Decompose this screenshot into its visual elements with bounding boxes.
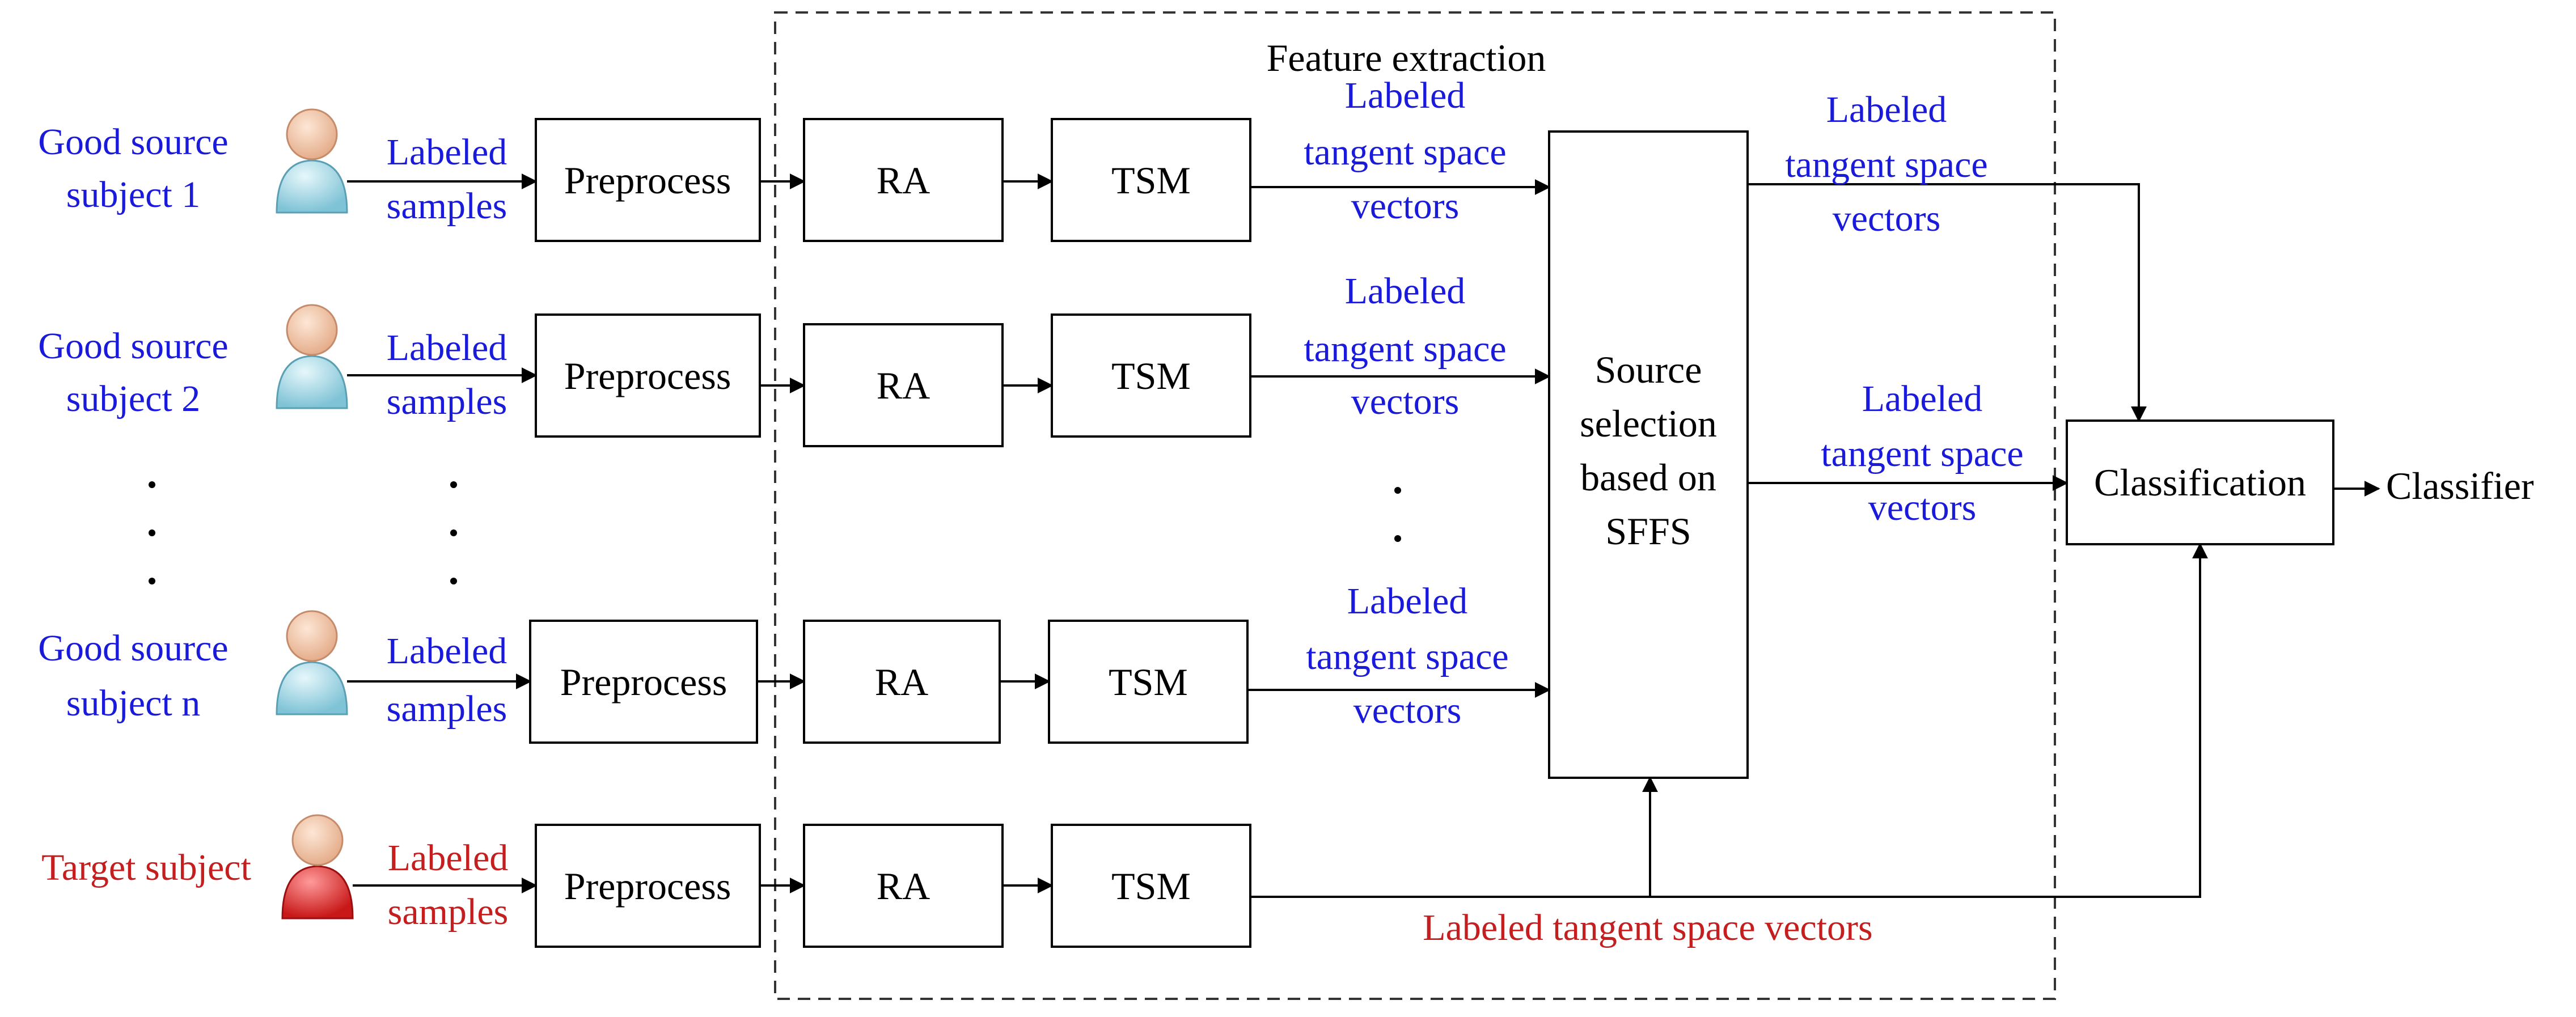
vector-label-line2: tangent space <box>1304 132 1506 173</box>
target-samples-line1: Labeled <box>388 837 509 879</box>
selected-vector-label-1-line2: tangent space <box>1785 144 1987 185</box>
tsm-box <box>1051 824 1251 948</box>
feature-extraction-label: Feature extraction <box>1267 36 1546 79</box>
person-icon <box>276 304 348 409</box>
vector-label-line2: tangent space <box>1304 328 1506 370</box>
vector-label-line2: tangent space <box>1306 636 1508 677</box>
subject-2-name-line2: subject 2 <box>66 378 200 419</box>
subject-1-samples-line1: Labeled <box>387 132 507 173</box>
preprocess-box <box>535 313 761 438</box>
ra-label: RA <box>877 159 930 202</box>
ra-box <box>803 620 1001 744</box>
vector-label-line1: Labeled <box>1345 270 1466 312</box>
subject-2-name-line1: Good source <box>38 325 228 367</box>
row-subject-2: Good source subject 2 Labeled samples Pr… <box>38 270 1551 447</box>
selected-vector-label-2-line2: tangent space <box>1821 433 2023 474</box>
selected-vector-label-2-line1: Labeled <box>1862 378 1983 419</box>
vector-label-line1: Labeled <box>1347 580 1468 622</box>
classification-box <box>2066 419 2334 545</box>
subject-1-name-line2: subject 1 <box>66 174 200 215</box>
ra-box <box>803 824 1004 948</box>
subject-1-name-line1: Good source <box>38 121 228 163</box>
subject-2-samples-line1: Labeled <box>387 327 507 368</box>
target-subject-name: Target subject <box>41 847 251 888</box>
subject-2-samples-line2: samples <box>387 381 507 422</box>
person-icon <box>276 108 348 214</box>
preprocess-box <box>535 824 761 948</box>
source-selection-line1: Source <box>1595 348 1702 391</box>
feature-extraction-region <box>774 11 2056 1000</box>
preprocess-label: Preprocess <box>560 660 727 704</box>
preprocess-box <box>535 118 761 242</box>
subject-n-samples-line1: Labeled <box>387 630 507 672</box>
selected-vector-label-1-line3: vectors <box>1833 198 1941 239</box>
tsm-box <box>1051 313 1251 438</box>
preprocess-label: Preprocess <box>564 354 731 397</box>
source-selection-line3: based on <box>1580 456 1716 499</box>
source-selection-line2: selection <box>1580 402 1717 445</box>
row-target-subject: Target subject Labeled samples Preproces… <box>41 543 2208 948</box>
classification-label: Classification <box>2094 461 2306 504</box>
subject-1-samples-line2: samples <box>387 185 507 227</box>
source-selection-box <box>1548 130 1749 779</box>
subject-n-name-line1: Good source <box>38 628 228 669</box>
source-selection-line4: SFFS <box>1605 510 1691 553</box>
tsm-label: TSM <box>1111 159 1191 202</box>
person-icon <box>276 610 348 715</box>
classifier-label: Classifier <box>2386 464 2534 507</box>
ellipsis-dots <box>149 481 1401 584</box>
tsm-box <box>1051 118 1251 242</box>
tsm-label: TSM <box>1109 660 1188 704</box>
ra-box <box>803 118 1004 242</box>
ra-label: RA <box>877 865 930 908</box>
vector-label-line3: vectors <box>1351 381 1460 422</box>
subject-n-samples-line2: samples <box>387 688 507 730</box>
tsm-box <box>1048 620 1249 744</box>
preprocess-box <box>529 620 758 744</box>
ra-label: RA <box>875 660 928 704</box>
ra-label: RA <box>877 364 930 407</box>
selected-vector-label-2-line3: vectors <box>1868 487 1977 528</box>
row-subject-n: Good source subject n Labeled samples Pr… <box>38 580 1551 744</box>
vector-label-line3: vectors <box>1353 690 1462 731</box>
selected-vector-label-1-line1: Labeled <box>1826 89 1947 130</box>
row-subject-1: Good source subject 1 Labeled samples Pr… <box>38 75 1551 242</box>
target-samples-line2: samples <box>388 891 509 933</box>
preprocess-label: Preprocess <box>564 865 731 908</box>
preprocess-label: Preprocess <box>564 159 731 202</box>
ra-box <box>803 323 1004 447</box>
person-icon <box>281 814 354 919</box>
vector-label-line1: Labeled <box>1345 75 1466 116</box>
tsm-label: TSM <box>1111 865 1191 908</box>
target-vector-label: Labeled tangent space vectors <box>1423 907 1872 948</box>
tsm-label: TSM <box>1111 354 1191 397</box>
vector-label-line3: vectors <box>1351 185 1460 227</box>
subject-n-name-line2: subject n <box>66 683 200 724</box>
